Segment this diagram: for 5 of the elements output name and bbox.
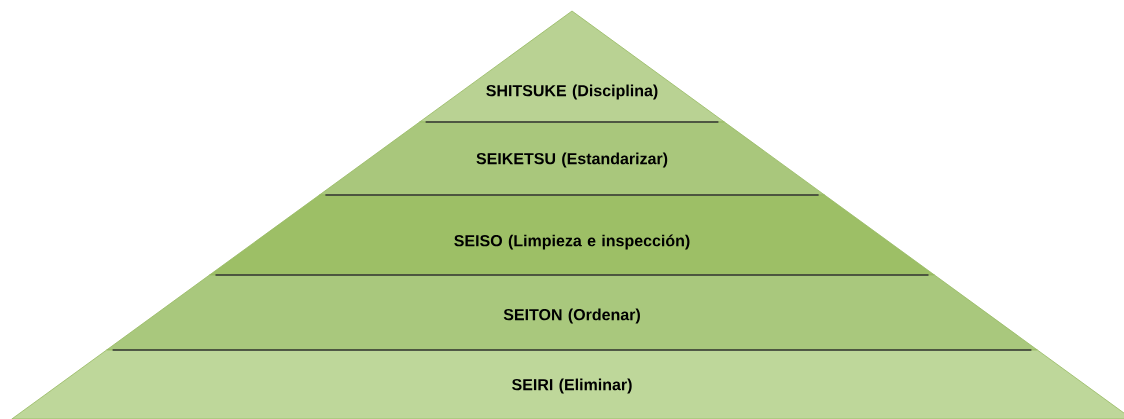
pyramid-level: SEISO (Limpieza e inspección): [209, 194, 935, 276]
pyramid-level: SEIRI (Eliminar): [11, 349, 1124, 419]
pyramid-level: SEIKETSU (Estandarizar): [319, 121, 825, 196]
pyramid-level: SHITSUKE (Disciplina): [419, 10, 725, 123]
pyramid-level: SEITON (Ordenar): [106, 274, 1038, 351]
